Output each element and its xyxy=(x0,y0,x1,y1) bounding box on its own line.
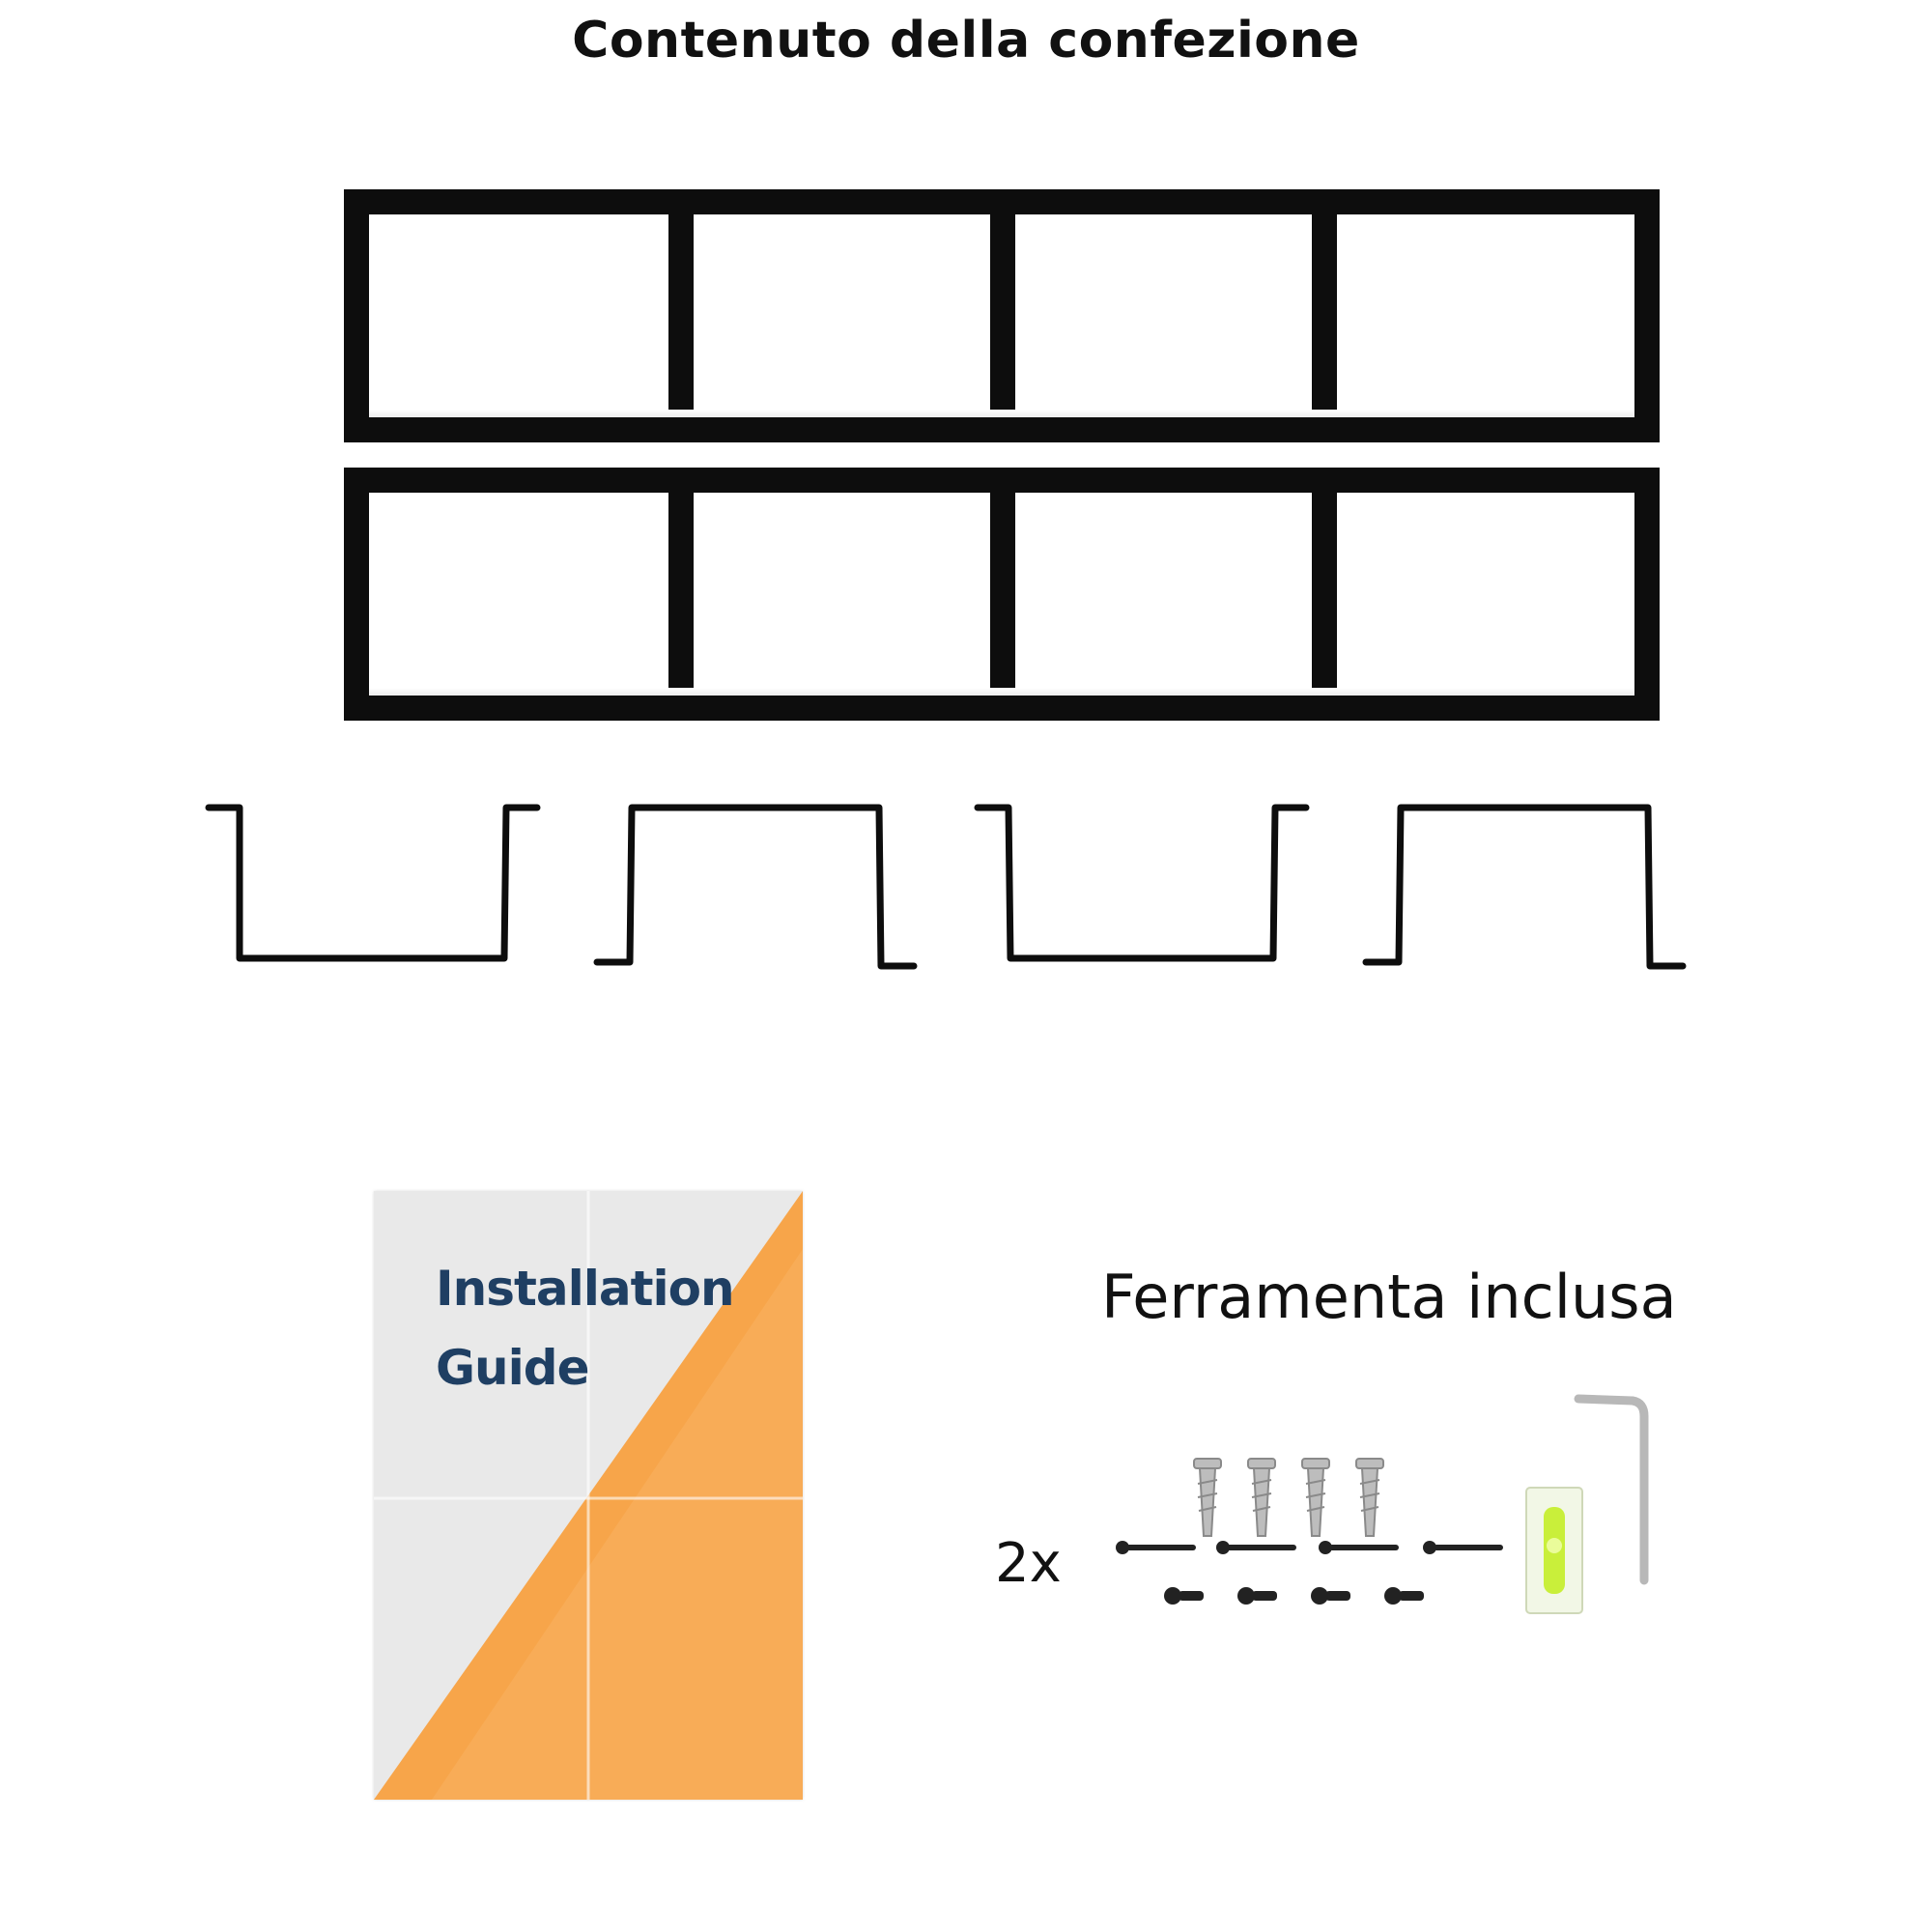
page-title: Contenuto della confezione xyxy=(572,12,1360,70)
frame-divider xyxy=(1312,491,1337,697)
u-bracket xyxy=(1362,804,1687,970)
allen-key-icon xyxy=(1574,1394,1649,1585)
shelf-frame-bottom xyxy=(344,468,1660,721)
hardware-kit xyxy=(1111,1381,1671,1633)
u-bracket xyxy=(974,804,1310,962)
guide-title-line2: Guide xyxy=(436,1340,589,1396)
hardware-label: Ferramenta inclusa xyxy=(1101,1262,1677,1332)
hardware-illustration xyxy=(1116,1394,1649,1614)
shelf-frame-top xyxy=(344,189,1660,442)
frame-divider xyxy=(668,491,694,697)
frame-shadow xyxy=(369,410,1634,417)
short-screw-icon xyxy=(1164,1587,1424,1605)
brackets-illustration xyxy=(205,804,1687,970)
u-bracket xyxy=(205,804,541,962)
installation-guide: Installation Guide xyxy=(374,1191,803,1800)
guide-title-line1: Installation xyxy=(436,1261,735,1317)
long-screw-icon xyxy=(1116,1541,1503,1554)
bubble-level-icon xyxy=(1525,1487,1583,1614)
bracket-row xyxy=(193,792,1700,985)
guide-cover-art xyxy=(374,1191,803,1800)
u-bracket xyxy=(593,804,918,970)
hardware-quantity: 2x xyxy=(995,1532,1062,1595)
frame-divider xyxy=(990,491,1015,697)
frame-divider xyxy=(1312,213,1337,419)
frame-shadow xyxy=(369,688,1634,696)
frame-divider xyxy=(668,213,694,419)
wall-anchor-icon xyxy=(1193,1458,1384,1537)
guide-title: Installation Guide xyxy=(436,1249,735,1407)
frame-divider xyxy=(990,213,1015,419)
